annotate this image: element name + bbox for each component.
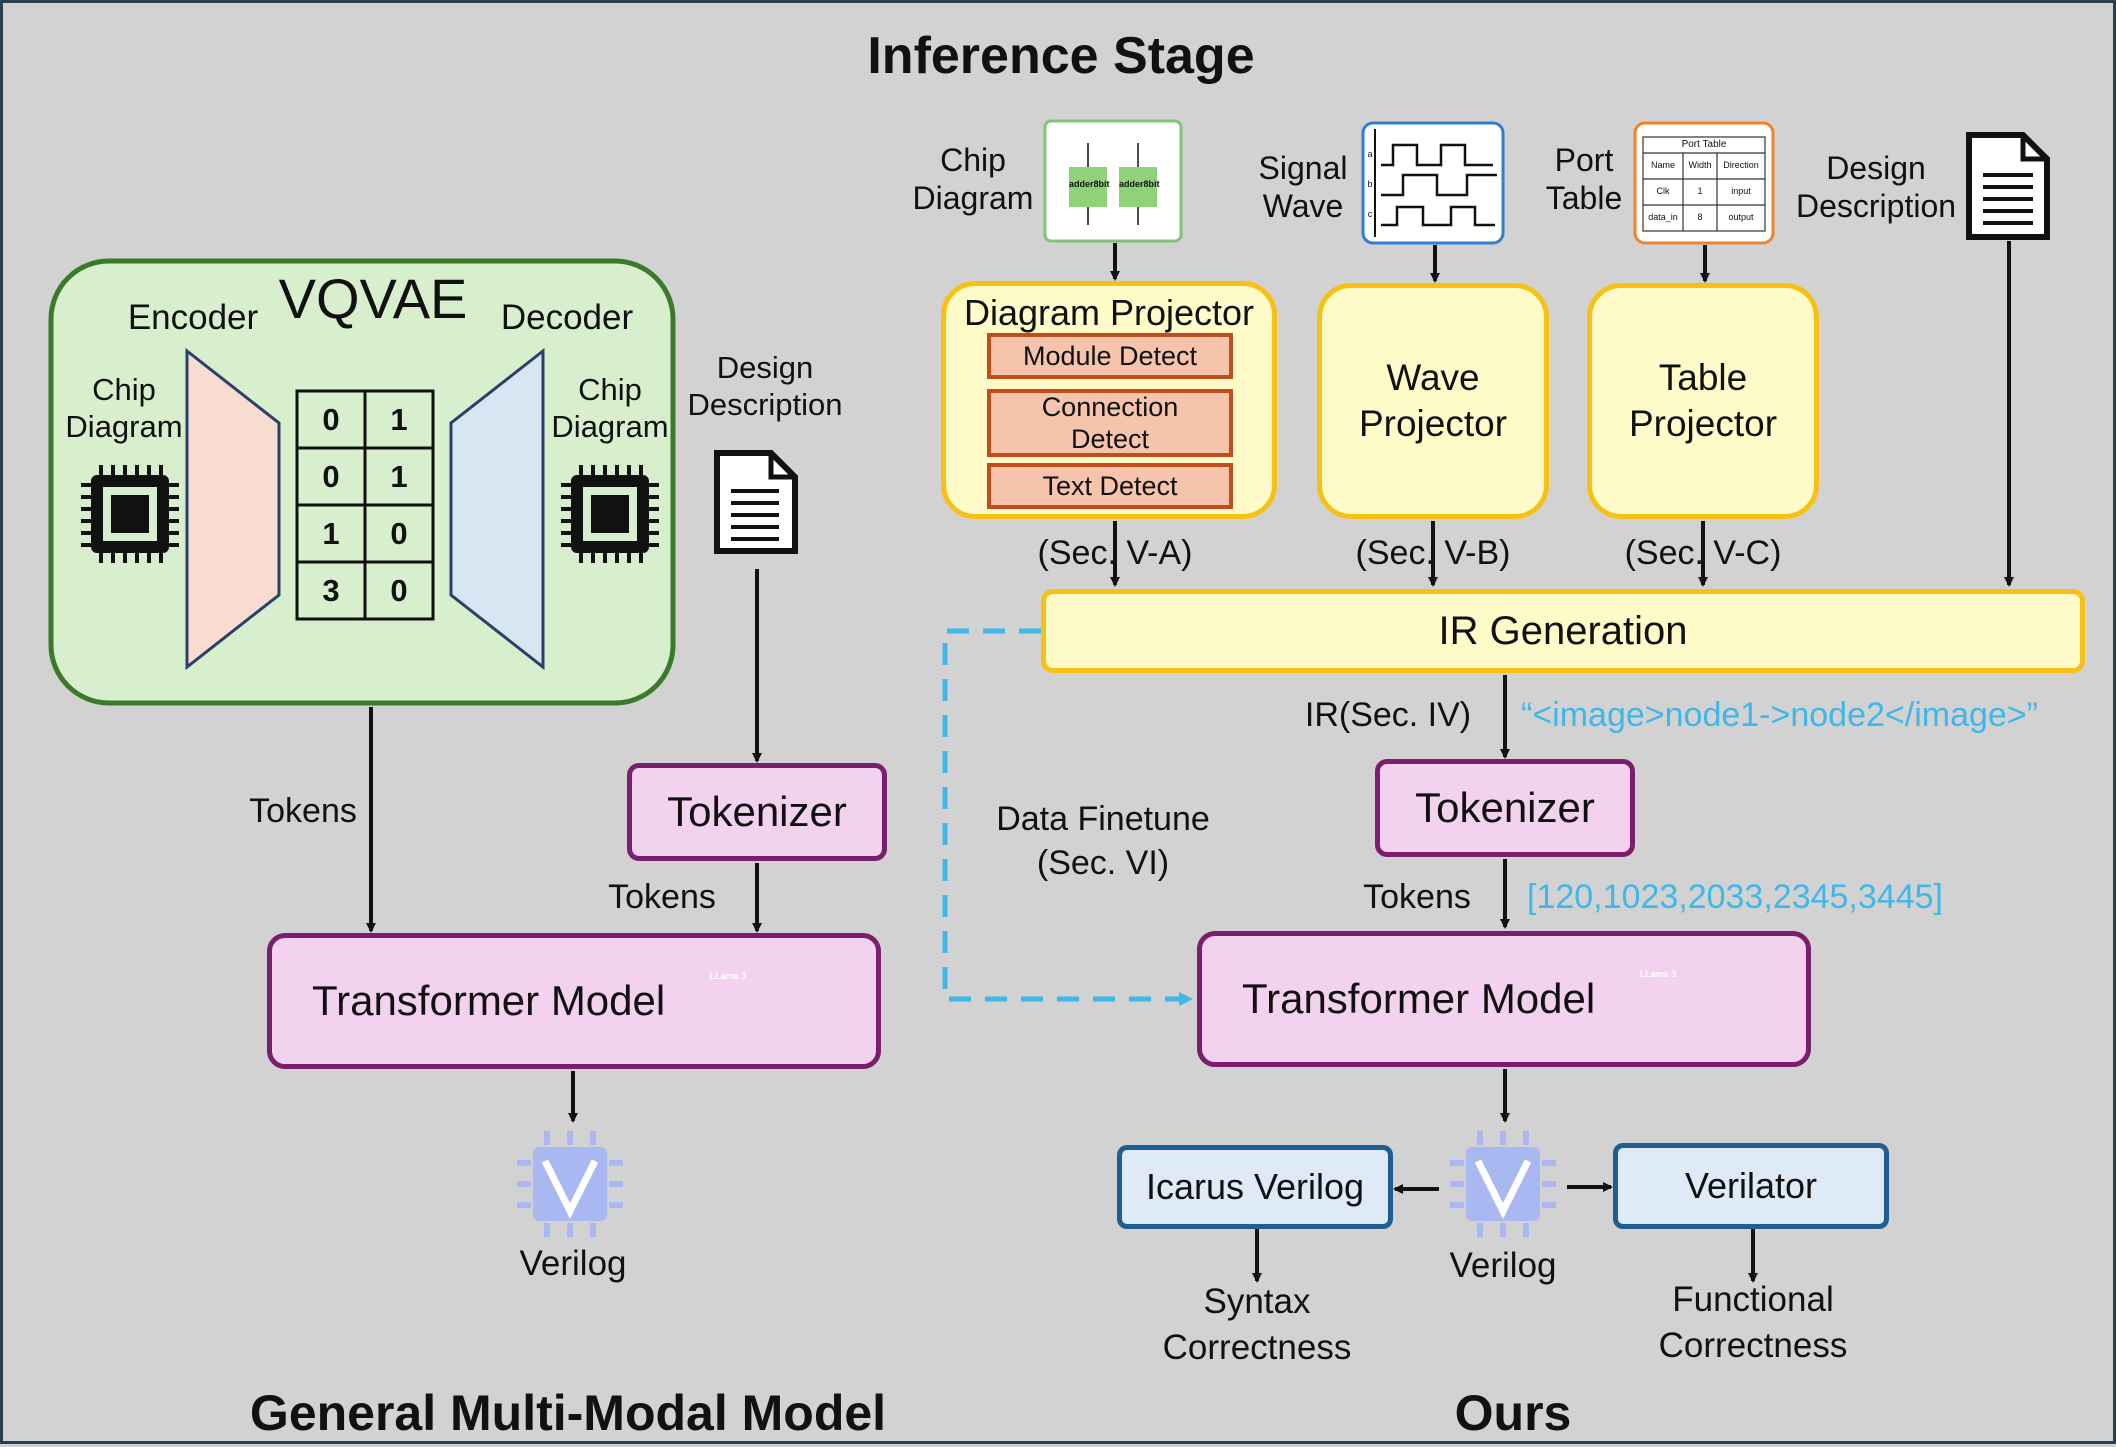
ir-generation-box: IR Generation — [1041, 589, 2085, 673]
transformer-model-box: Transformer Model — [1197, 931, 1811, 1067]
transformer-model-label: Transformer Model — [312, 977, 666, 1024]
wave-row-label: b — [1367, 179, 1373, 189]
port-table-thumb-cell: Direction — [1723, 160, 1759, 170]
llama-badge-label: LLama 3 — [1639, 969, 1677, 979]
diagram-projector-title: Diagram Projector — [963, 292, 1255, 333]
tokenizer-box: Tokenizer — [1375, 759, 1635, 857]
verilog-label: Verilog — [1449, 1246, 1557, 1285]
section-label: (Sec. V-B) — [1355, 534, 1511, 572]
codebook-cell: 1 — [322, 516, 340, 551]
syntax-correctness-label: Syntax Correctness — [1162, 1282, 1352, 1367]
chip-icon — [561, 465, 659, 563]
wave-row-label: a — [1367, 149, 1373, 159]
chip-diagram-label: Chip Diagram — [65, 372, 183, 445]
port-table-thumb-cell: output — [1728, 212, 1754, 222]
codebook-cell: 0 — [390, 573, 408, 608]
tokens-label: Tokens — [249, 792, 357, 830]
port-table-thumb-cell: data_in — [1648, 212, 1678, 222]
right-heading: Ours — [1454, 1385, 1572, 1441]
port-table-thumb-cell: Clk — [1656, 186, 1670, 196]
decoder-label: Decoder — [500, 298, 634, 337]
signal-wave-thumbnail — [1361, 121, 1505, 245]
codebook-cell: 0 — [322, 402, 340, 437]
page-title: Inference Stage — [867, 27, 1255, 85]
text-detect-box: Text Detect — [987, 463, 1233, 509]
module-detect-box: Module Detect — [987, 333, 1233, 379]
port-table-thumb-cell: Width — [1688, 160, 1712, 170]
verilog-label: Verilog — [519, 1244, 627, 1283]
decoder-shape — [449, 347, 545, 671]
section-label: (Sec. V-A) — [1037, 534, 1193, 572]
design-description-input-label: Design Description — [1795, 150, 1957, 225]
chip-diagram-thumbnail — [1043, 119, 1183, 243]
verilog-icon — [1450, 1131, 1556, 1237]
transformer-model-box: Transformer Model — [267, 933, 881, 1069]
left-heading: General Multi-Modal Model — [249, 1385, 887, 1441]
codebook-cell: 0 — [322, 459, 340, 494]
chip-diagram-input-label: Chip Diagram — [912, 142, 1034, 217]
codebook-cell: 0 — [390, 516, 408, 551]
chip-thumb-module: adder8bit — [1119, 179, 1160, 189]
signal-wave-input-label: Signal Wave — [1258, 150, 1348, 225]
table-projector-box: Table Projector — [1587, 283, 1819, 519]
codebook-cell: 1 — [390, 459, 408, 494]
port-table-thumb-cell: 8 — [1697, 212, 1703, 222]
functional-correctness-label: Functional Correctness — [1658, 1280, 1848, 1365]
encoder-shape — [185, 347, 281, 671]
vqvae-title: VQVAE — [278, 267, 468, 330]
port-table-input-label: Port Table — [1545, 142, 1623, 217]
port-table-thumb-cell: Name — [1650, 160, 1675, 170]
port-table-thumb-cell: input — [1731, 186, 1751, 196]
llama-badge-label: LLama 3 — [709, 971, 747, 981]
codebook-cell: 1 — [390, 402, 408, 437]
codebook-grid — [295, 389, 435, 621]
transformer-model-label: Transformer Model — [1242, 975, 1596, 1022]
port-table-thumb-title: Port Table — [1681, 139, 1727, 150]
chip-diagram-label: Chip Diagram — [551, 372, 669, 445]
design-description-label: Design Description — [687, 350, 843, 423]
chip-icon — [81, 465, 179, 563]
section-label: (Sec. V-C) — [1624, 534, 1782, 572]
codebook-cell: 3 — [322, 573, 340, 608]
verilog-icon — [517, 1131, 623, 1237]
data-finetune-label: Data Finetune (Sec. VI) — [996, 800, 1210, 883]
tokens-label: Tokens — [608, 878, 716, 916]
port-table-thumbnail — [1633, 121, 1775, 245]
chip-thumb-module: adder8bit — [1069, 179, 1110, 189]
ir-example: “<image>node1->node2</image>” — [1521, 696, 2038, 734]
verilator-box: Verilator — [1613, 1143, 1889, 1229]
port-table-thumb-cell: 1 — [1697, 186, 1703, 196]
tokens-label: Tokens — [1363, 878, 1471, 916]
ir-label: IR(Sec. IV) — [1304, 696, 1472, 734]
wave-projector-box: Wave Projector — [1317, 283, 1549, 519]
connection-detect-box: Connection Detect — [987, 389, 1233, 457]
tokenizer-box: Tokenizer — [627, 763, 887, 861]
wave-row-label: c — [1367, 209, 1373, 219]
encoder-label: Encoder — [127, 298, 259, 337]
icarus-verilog-box: Icarus Verilog — [1117, 1145, 1393, 1229]
document-icon — [1966, 132, 2050, 240]
token-ids: [120,1023,2033,2345,3445] — [1527, 878, 1943, 916]
document-icon — [714, 450, 798, 554]
